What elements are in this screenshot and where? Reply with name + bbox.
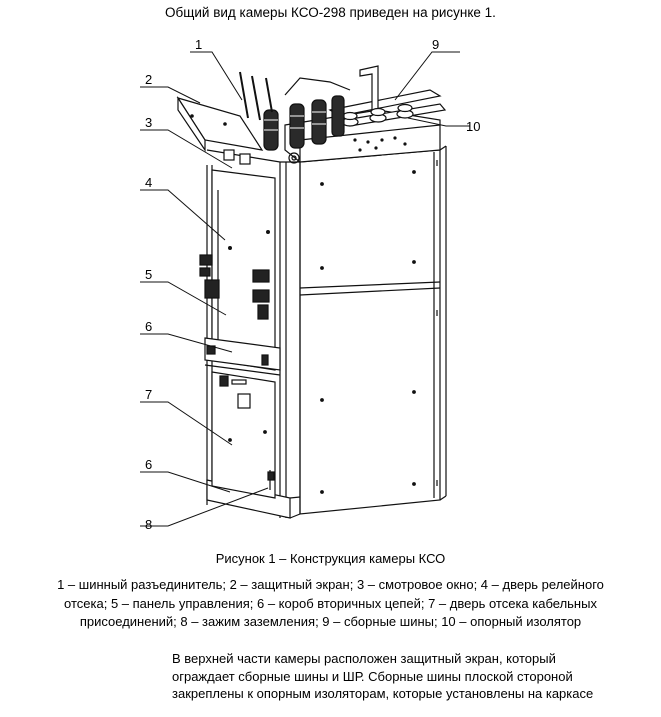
- callout-2: 2: [145, 72, 152, 87]
- callout-6b: 6: [145, 457, 152, 472]
- body-line: закреплены к опорным изоляторам, которые…: [172, 686, 594, 701]
- intro-heading: Общий вид камеры КСО-298 приведен на рис…: [165, 5, 496, 20]
- body-paragraph: В верхней части камеры расположен защитн…: [172, 650, 654, 703]
- cabinet-side-panel: [299, 145, 447, 515]
- callout-3: 3: [145, 115, 152, 130]
- callout-leaders: [140, 51, 470, 527]
- callout-7: 7: [145, 387, 152, 402]
- control-panel: [204, 337, 281, 376]
- callout-10: 10: [466, 119, 480, 134]
- figure-legend: 1 – шинный разъединитель; 2 – защитный э…: [0, 576, 661, 632]
- callout-9: 9: [432, 37, 439, 52]
- relay-door: [199, 149, 276, 371]
- cable-door: [211, 371, 276, 499]
- callout-8: 8: [145, 517, 152, 532]
- callout-4: 4: [145, 175, 152, 190]
- callout-5: 5: [145, 267, 152, 282]
- body-line: В верхней части камеры расположен защитн…: [172, 651, 556, 666]
- legend-line: отсека; 5 – панель управления; 6 – короб…: [64, 595, 597, 611]
- kso-cabinet-figure: 1 2 3 4 5 6 7 6 8 9 10: [0, 24, 661, 544]
- protective-screen: [176, 95, 264, 152]
- callout-1: 1: [195, 37, 202, 52]
- callout-6: 6: [145, 319, 152, 334]
- cabinet-top: [239, 65, 447, 164]
- legend-line: присоединений; 8 – зажим заземления; 9 –…: [79, 614, 582, 629]
- figure-caption: Рисунок 1 – Конструкция камеры КСО: [215, 551, 446, 566]
- legend-line: 1 – шинный разъединитель; 2 – защитный э…: [57, 577, 604, 592]
- body-line: ограждает сборные шины и ШР. Сборные шин…: [172, 668, 573, 684]
